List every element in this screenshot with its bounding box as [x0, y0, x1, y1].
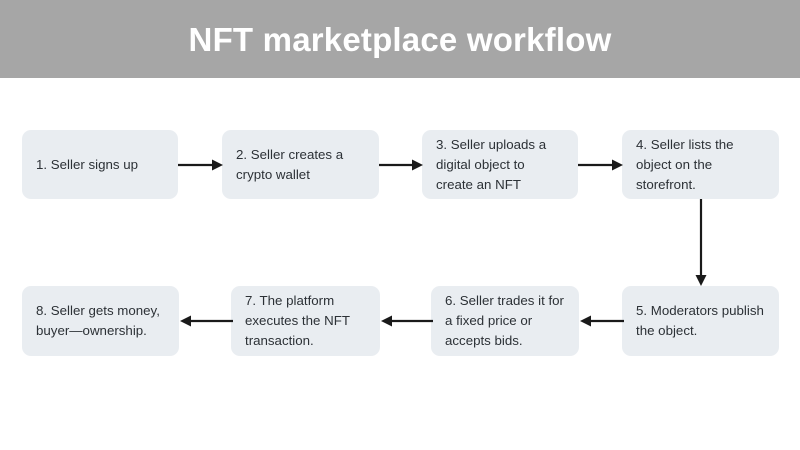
flow-node-7-label: 7. The platform executes the NFT transac… — [245, 293, 350, 348]
flow-node-4[interactable]: 4. Seller lists the object on the storef… — [622, 130, 779, 199]
flow-node-8-label: 8. Seller gets money, buyer—ownership. — [36, 303, 160, 338]
flow-node-5-label: 5. Moderators publish the object. — [636, 303, 764, 338]
arrow-left-icon-node7-node8 — [179, 312, 233, 330]
flow-node-4-label: 4. Seller lists the object on the storef… — [636, 136, 734, 192]
flow-node-7[interactable]: 7. The platform executes the NFT transac… — [231, 286, 380, 356]
arrow-right-icon-node1-node2 — [178, 156, 224, 174]
arrow-left-icon-node5-node6 — [579, 312, 624, 330]
flow-node-6-label: 6. Seller trades it for a fixed price or… — [445, 293, 564, 348]
flow-node-8[interactable]: 8. Seller gets money, buyer—ownership. — [22, 286, 179, 356]
arrow-right-icon-node3-node4 — [578, 156, 624, 174]
flow-node-2-label: 2. Seller creates a crypto wallet — [236, 146, 344, 182]
flow-node-1[interactable]: 1. Seller signs up — [22, 130, 178, 199]
flow-node-5[interactable]: 5. Moderators publish the object. — [622, 286, 779, 356]
flow-node-1-label: 1. Seller signs up — [36, 156, 138, 172]
arrow-left-icon-node6-node7 — [380, 312, 433, 330]
arrow-down-icon-node4-node5 — [692, 199, 710, 287]
arrow-right-icon-node2-node3 — [379, 156, 424, 174]
flow-node-3-label: 3. Seller uploads a digital object to cr… — [436, 136, 547, 192]
flow-node-3[interactable]: 3. Seller uploads a digital object to cr… — [422, 130, 578, 199]
page-title: NFT marketplace workflow — [188, 20, 612, 58]
flow-node-2[interactable]: 2. Seller creates a crypto wallet — [222, 130, 379, 199]
flow-node-6[interactable]: 6. Seller trades it for a fixed price or… — [431, 286, 579, 356]
header-bar — [0, 0, 800, 78]
